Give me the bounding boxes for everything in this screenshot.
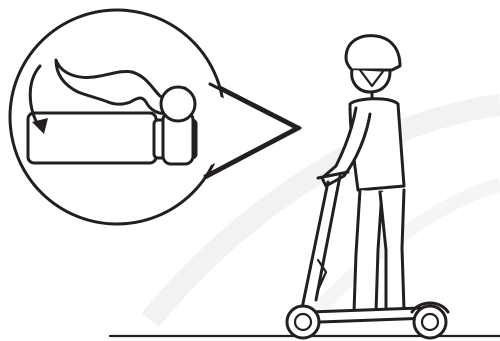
helmet <box>346 36 400 70</box>
rider-head <box>352 70 390 92</box>
rider-leg-left <box>354 190 382 312</box>
thumb-knob <box>161 87 195 121</box>
